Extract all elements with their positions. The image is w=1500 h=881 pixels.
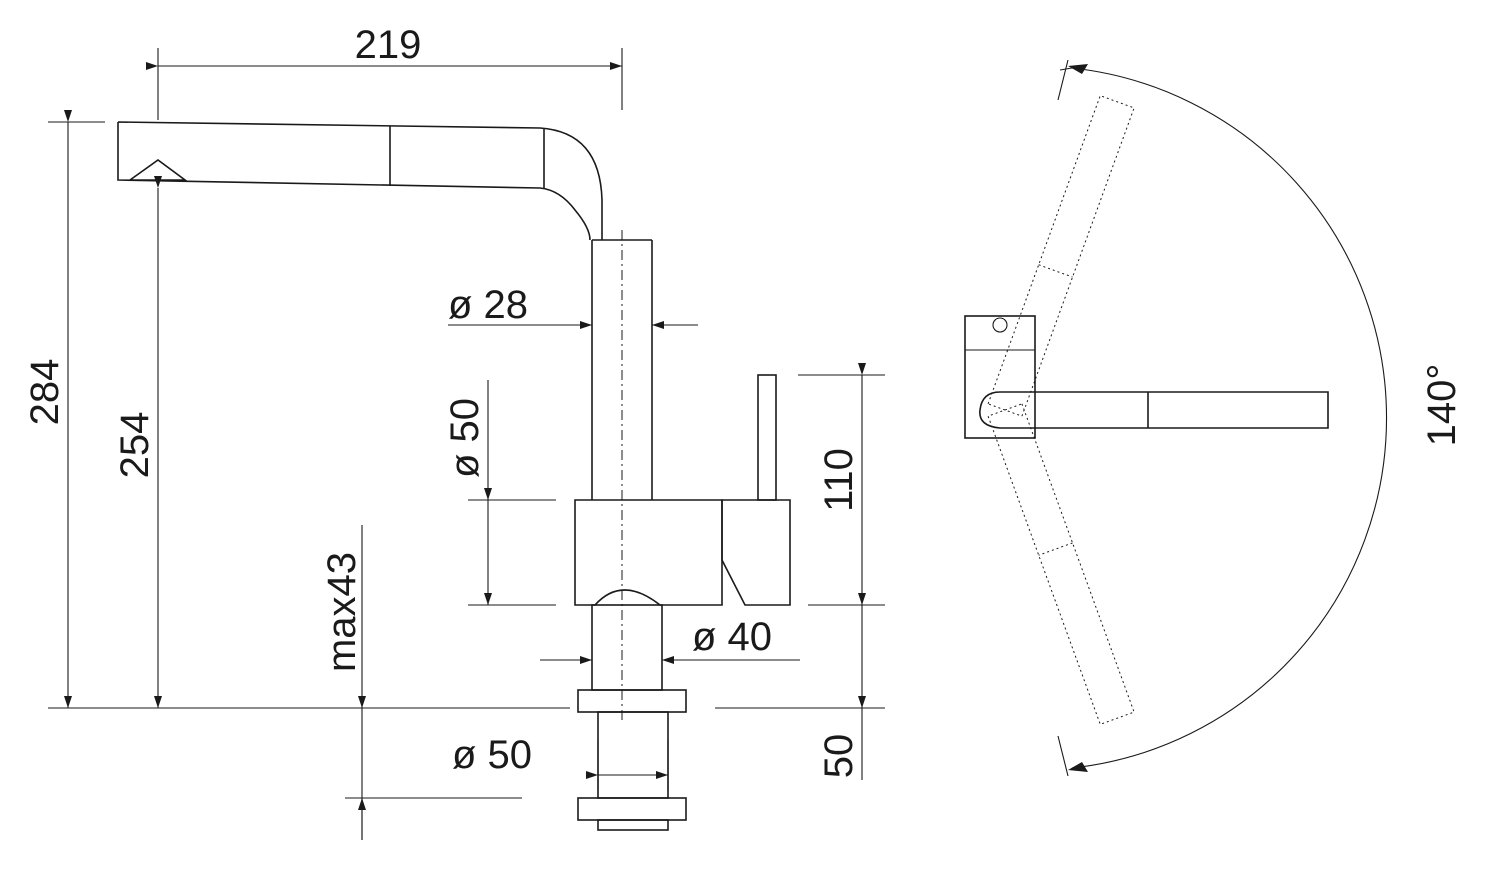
spout-rotated-down <box>987 403 1135 726</box>
side-view: 219 284 254 ø 28 ø 50 110 ø 40 max43 ø 5… <box>23 23 885 840</box>
total-height-label: 284 <box>23 359 67 426</box>
faucet-body <box>574 499 723 606</box>
mount-hole <box>992 317 1008 333</box>
nut-bottom <box>597 819 669 831</box>
spout-outline <box>117 121 603 241</box>
swivel-arc <box>1071 67 1388 769</box>
lever-handle <box>757 374 777 501</box>
body-height-label: 110 <box>817 448 861 512</box>
base-neck <box>591 604 663 691</box>
shank-length-label: 50 <box>817 734 861 779</box>
aerator <box>127 159 188 181</box>
shank <box>597 711 669 799</box>
top-view: 140° <box>964 59 1464 777</box>
base-diameter-label: ø 40 <box>692 615 772 659</box>
swivel-angle-label: 140° <box>1420 364 1464 447</box>
total-width-label: 219 <box>355 23 422 67</box>
shank-diameter-label: ø 50 <box>452 733 532 777</box>
lever-base <box>721 499 791 606</box>
nut <box>577 797 687 821</box>
spout-height-label: 254 <box>113 412 157 479</box>
spout-rotated-up <box>987 94 1135 417</box>
pipe-diameter-label: ø 28 <box>448 283 528 327</box>
top-base-block <box>964 315 1036 439</box>
top-spout <box>979 391 1329 429</box>
base-ring <box>577 689 687 713</box>
max-thickness-label: max43 <box>320 552 364 672</box>
body-diameter-label: ø 50 <box>443 398 487 478</box>
